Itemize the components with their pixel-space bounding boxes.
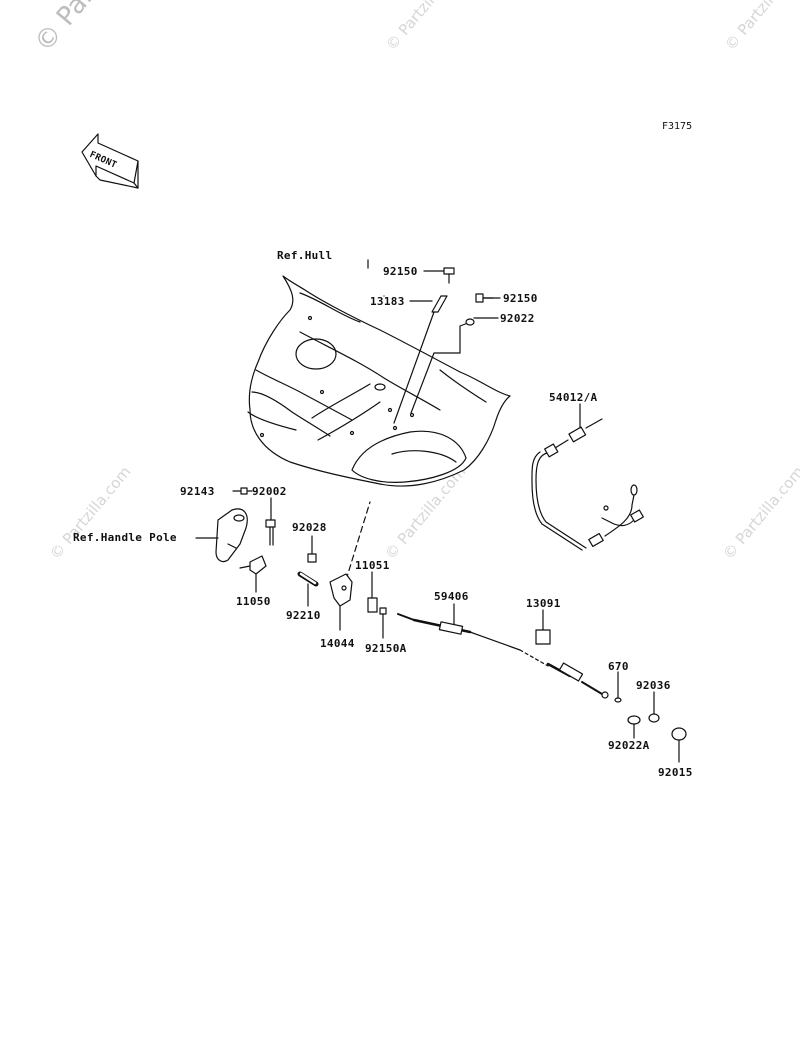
part-label: 13183 — [370, 295, 405, 308]
part-label: 11050 — [236, 595, 271, 608]
part-label: 92150 — [503, 292, 538, 305]
nut-92036 — [648, 713, 660, 723]
washer-92022 — [465, 318, 475, 326]
washer-92022A — [627, 715, 641, 725]
part-label: 92150 — [383, 265, 418, 278]
part-label: 92015 — [658, 766, 693, 779]
ref-hull-label: Ref.Hull — [277, 249, 333, 262]
cap-92015 — [671, 727, 687, 741]
bolt-92150 — [443, 267, 455, 284]
bolt-11051 — [367, 597, 378, 613]
handle-pole-bracket — [215, 508, 248, 563]
part-label: 92150A — [365, 642, 407, 655]
spacer-92028 — [307, 553, 317, 563]
bolt-92150A — [379, 607, 387, 615]
part-label: 59406 — [434, 590, 469, 603]
front-arrow-icon — [81, 133, 139, 189]
bracket-14044 — [329, 573, 353, 607]
part-label: 92210 — [286, 609, 321, 622]
part-label: 14044 — [320, 637, 355, 650]
figure-code: F3175 — [662, 121, 693, 132]
part-label: 92022A — [608, 739, 650, 752]
bolt-92143 — [240, 487, 248, 495]
part-label: 13091 — [526, 597, 561, 610]
part-label: 92002 — [252, 485, 287, 498]
cable-54012 — [531, 418, 644, 551]
bracket-13183 — [431, 295, 448, 313]
ref-handle-pole-label: Ref.Handle Pole — [73, 531, 177, 544]
cable-59406 — [397, 613, 609, 699]
grommet-13091 — [535, 629, 551, 645]
pin-92210 — [297, 571, 319, 587]
part-label: 670 — [608, 660, 629, 673]
part-label: 92036 — [636, 679, 671, 692]
part-label: 92143 — [180, 485, 215, 498]
part-label: 11051 — [355, 559, 390, 572]
part-label: 92022 — [500, 312, 535, 325]
bolt-92002 — [265, 519, 276, 546]
part-label: 54012/A — [549, 391, 598, 404]
clamp-11050 — [249, 555, 267, 575]
part-label: 92028 — [292, 521, 327, 534]
hull-outline — [247, 275, 511, 487]
